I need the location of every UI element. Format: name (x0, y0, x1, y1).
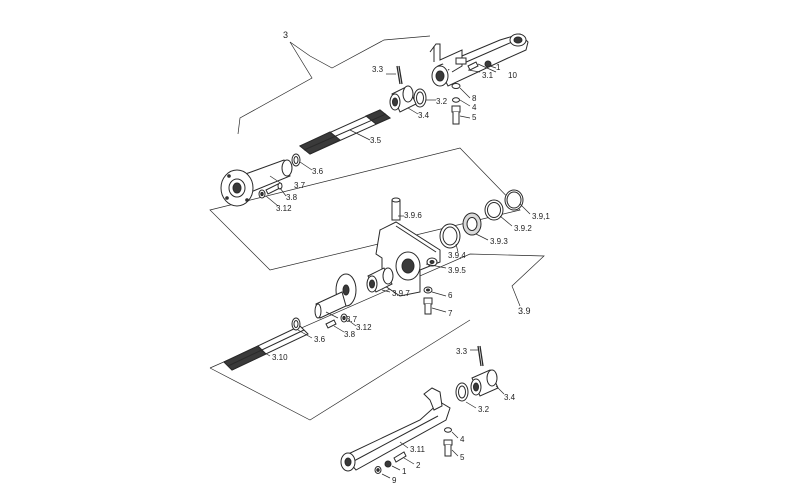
part-3-7-flange-tube-top (220, 159, 293, 207)
label-7: 7 (448, 309, 453, 318)
label-3-9-6: 3.9.6 (404, 211, 422, 220)
part-3-11-housing-tube (340, 387, 451, 472)
part-3-6-ring-mid (291, 317, 301, 331)
label-3-3-bottom: 3.3 (456, 347, 468, 356)
label-3-1: 3.1 (482, 71, 494, 80)
part-3-10-splined-shaft (223, 325, 309, 371)
label-3-11: 3.11 (410, 445, 426, 454)
label-3-8-mid: 3.8 (344, 330, 356, 339)
label-3-8-top: 3.8 (286, 193, 298, 202)
label-1-bottom: 1 (402, 467, 407, 476)
label-3-4-top: 3.4 (418, 111, 430, 120)
label-3-9-5: 3.9.5 (448, 266, 466, 275)
part-3-8-screw-mid (325, 319, 337, 329)
label-5-top: 5 (472, 113, 477, 122)
part-8-washer-top (451, 83, 461, 89)
label-6: 6 (448, 291, 453, 300)
label-3-9-1: 3.9,1 (532, 212, 550, 221)
label-3-2-bottom: 3.2 (478, 405, 490, 414)
label-3: 3 (283, 30, 288, 40)
label-5-bottom: 5 (460, 453, 465, 462)
part-3-1-housing-tube (429, 33, 529, 87)
part-3-3-pin-bottom (477, 345, 484, 367)
part-3-9-4-ring (439, 223, 461, 249)
part-9-washer (374, 466, 382, 474)
part-3-9-6-pin (391, 197, 401, 221)
part-3-5-splined-shaft (299, 109, 391, 155)
part-3-2-ring-bottom (455, 382, 469, 402)
part-5-bolt-bottom (443, 439, 453, 457)
part-7-bolt (423, 297, 433, 315)
label-3-2-top: 3.2 (436, 97, 448, 106)
part-1-nut-top (484, 60, 492, 68)
part-10-screw (467, 61, 479, 71)
label-3-4-bottom: 3.4 (504, 393, 516, 402)
part-4-washer-bottom (444, 427, 452, 433)
label-3-6-top: 3.6 (312, 167, 324, 176)
part-5-bolt-top (451, 105, 461, 125)
label-3-9-7: 3.9.7 (392, 289, 410, 298)
label-3-9: 3.9 (518, 306, 531, 316)
leader-lines (259, 63, 531, 479)
label-1-top: 1 (496, 63, 501, 72)
label-9: 9 (392, 476, 397, 485)
group-3-outline (209, 35, 521, 271)
part-4-washer-top (452, 97, 460, 103)
group-3-9-outline (209, 253, 545, 421)
label-3-9-3: 3.9.3 (490, 237, 508, 246)
label-3-12-top: 3.12 (276, 204, 292, 213)
part-3-12-washer-top (258, 189, 266, 199)
label-10: 10 (508, 71, 517, 80)
label-4-bottom: 4 (460, 435, 465, 444)
label-3-9-2: 3.9.2 (514, 224, 532, 233)
part-3-9-1-circlip (504, 189, 524, 211)
part-1-nut-bottom (384, 460, 392, 468)
part-3-2-ring-top (413, 88, 427, 108)
part-3-9-7-bushing (366, 267, 394, 293)
part-3-9-3-bearing (462, 212, 482, 236)
label-3-5: 3.5 (370, 136, 382, 145)
label-3-3-top: 3.3 (372, 65, 384, 74)
part-3-12-washer-mid (340, 313, 348, 323)
label-3-12-mid: 3.12 (356, 323, 372, 332)
label-3-9-4: 3.9,4 (448, 251, 466, 260)
label-4-top: 4 (472, 103, 477, 112)
part-3-6-ring-top (291, 153, 301, 167)
label-2: 2 (416, 461, 421, 470)
part-3-4-bushing-bottom (470, 369, 499, 397)
part-3-9-2-ring (484, 199, 504, 221)
label-3-7-mid: 3.7 (346, 315, 358, 324)
part-3-7-flange-tube-mid (314, 273, 357, 319)
part-6-washer (423, 286, 433, 294)
label-3-10: 3.10 (272, 353, 288, 362)
part-3-3-pin-top (396, 65, 403, 85)
part-3-4-bushing-top (389, 85, 417, 113)
part-2-screw (393, 451, 407, 463)
label-8: 8 (472, 94, 477, 103)
label-3-7-top: 3.7 (294, 181, 306, 190)
label-3-6-mid: 3.6 (314, 335, 326, 344)
